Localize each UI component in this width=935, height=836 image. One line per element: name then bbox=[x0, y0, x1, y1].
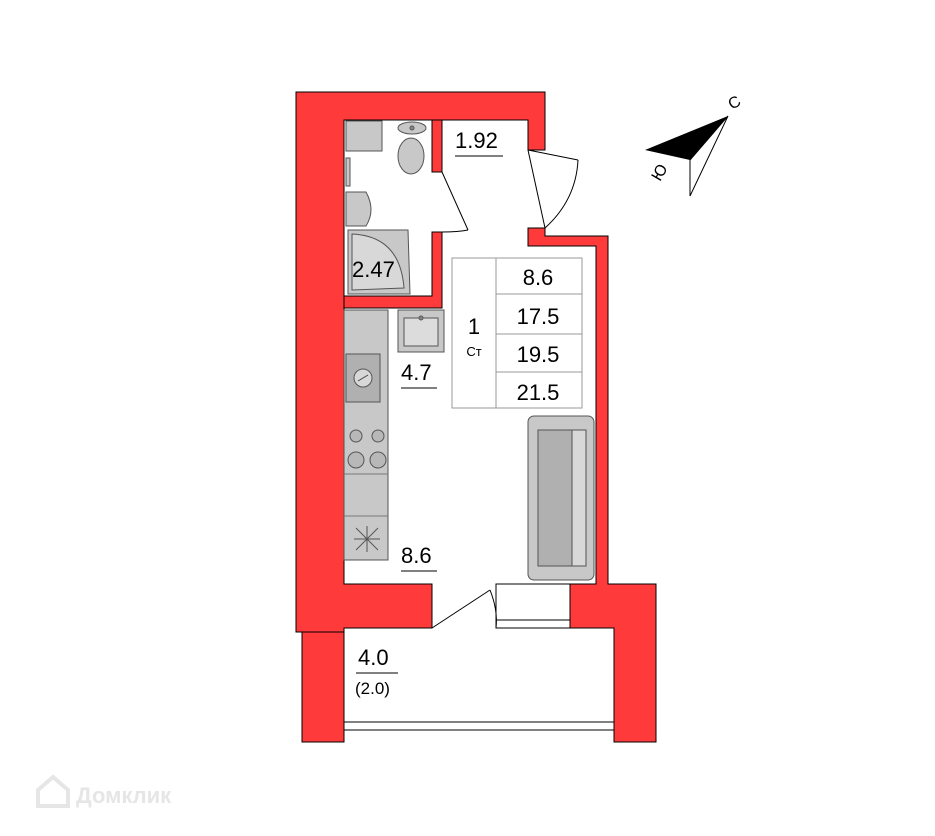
shower-curve bbox=[351, 233, 405, 291]
compass-south-label: Ю bbox=[649, 161, 672, 184]
hall-area-label: 1.92 bbox=[455, 128, 498, 153]
wall-right bbox=[527, 227, 657, 743]
toilet-button bbox=[409, 125, 415, 131]
washing-machine bbox=[345, 120, 383, 152]
summary-value-1: 8.6 bbox=[523, 265, 554, 290]
bathroom-area-label: 2.47 bbox=[352, 257, 395, 282]
toilet-bowl bbox=[397, 137, 425, 175]
towel-rail bbox=[345, 157, 351, 187]
compass-north-label: С bbox=[726, 93, 745, 114]
wall-balcony-left bbox=[301, 631, 345, 743]
extractor-icon bbox=[354, 526, 380, 552]
balcony-reduced-area-label: (2.0) bbox=[355, 679, 390, 698]
summary-type: Ст bbox=[466, 344, 481, 359]
bathroom-fixtures bbox=[345, 120, 427, 295]
balcony-glazing bbox=[344, 721, 614, 731]
kitchen-fixtures bbox=[343, 309, 445, 561]
living-area-label: 8.6 bbox=[401, 543, 432, 568]
summary-value-2: 17.5 bbox=[517, 304, 560, 329]
summary-value-3: 19.5 bbox=[517, 342, 560, 367]
kitchen-area-label: 4.7 bbox=[401, 360, 432, 385]
washbasin bbox=[345, 191, 372, 227]
summary-rooms-count: 1 bbox=[468, 314, 480, 339]
walls bbox=[295, 91, 657, 743]
summary-table bbox=[451, 257, 583, 409]
balcony-area-label: 4.0 bbox=[358, 645, 389, 670]
kitchen-sink-bowl bbox=[403, 317, 439, 347]
wall-bathroom-hall bbox=[431, 119, 443, 173]
watermark-text: Домклик bbox=[76, 783, 172, 808]
sofa bbox=[527, 415, 595, 581]
summary-value-4: 21.5 bbox=[517, 380, 560, 405]
compass-icon: С Ю bbox=[645, 93, 745, 197]
bathroom-door bbox=[441, 171, 469, 233]
entrance-door bbox=[527, 149, 579, 229]
stove-burners bbox=[347, 429, 387, 469]
house-logo-icon bbox=[36, 774, 70, 808]
sink-tap bbox=[418, 315, 424, 321]
balcony-door bbox=[431, 583, 571, 629]
watermark: Домклик bbox=[36, 774, 172, 808]
